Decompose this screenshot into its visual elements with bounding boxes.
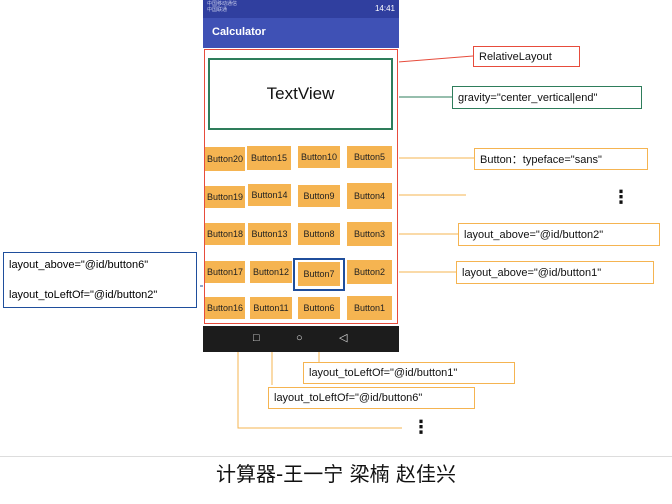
- relative-layout-outline: [204, 49, 398, 324]
- textview-display: TextView: [208, 58, 393, 130]
- more-annotations-icon: ⋮: [612, 187, 630, 207]
- recents-icon[interactable]: □: [253, 332, 260, 344]
- button-16[interactable]: Button16: [205, 297, 245, 319]
- button-20[interactable]: Button20: [205, 147, 245, 171]
- button-4[interactable]: Button4: [347, 183, 392, 209]
- button7-above-text: layout_above="@id/button6": [9, 259, 149, 271]
- relative-layout-note: RelativeLayout: [473, 46, 580, 67]
- gravity-note: gravity="center_vertical|end": [452, 86, 642, 109]
- button11-left-note: layout_toLeftOf="@id/button6": [268, 387, 475, 409]
- button-2[interactable]: Button2: [347, 260, 392, 284]
- button-7[interactable]: Button7: [298, 262, 340, 286]
- app-title: Calculator: [212, 26, 266, 38]
- button-13[interactable]: Button13: [248, 223, 291, 245]
- status-time: 14:41: [374, 4, 395, 13]
- button-17[interactable]: Button17: [205, 261, 245, 283]
- back-icon[interactable]: ◁: [339, 332, 348, 344]
- button-7-highlight: [293, 258, 345, 291]
- button-19[interactable]: Button19: [205, 186, 245, 208]
- button-12[interactable]: Button12: [250, 261, 292, 283]
- button-3[interactable]: Button3: [347, 222, 392, 246]
- button2-above-note: layout_above="@id/button1": [456, 261, 654, 284]
- button7-note: layout_above="@id/button6" layout_toLeft…: [3, 252, 197, 308]
- button-10[interactable]: Button10: [298, 146, 340, 168]
- button-14[interactable]: Button14: [248, 184, 291, 206]
- button-9[interactable]: Button9: [298, 185, 340, 207]
- status-bar: 中国移动通信 中国联通 14:41: [203, 0, 399, 18]
- button6-left-note: layout_toLeftOf="@id/button1": [303, 362, 515, 384]
- app-bar: Calculator: [203, 18, 399, 48]
- button3-above-note: layout_above="@id/button2": [458, 223, 660, 246]
- button-8[interactable]: Button8: [298, 223, 340, 245]
- carrier-text: 中国移动通信 中国联通: [207, 1, 238, 13]
- button-18[interactable]: Button18: [205, 223, 245, 245]
- button-11[interactable]: Button11: [250, 297, 292, 319]
- button-1[interactable]: Button1: [347, 296, 392, 320]
- navigation-bar: □ ○ ◁: [203, 326, 399, 352]
- home-icon[interactable]: ○: [296, 332, 303, 344]
- footer-caption: 计算器-王一宁 梁楠 赵佳兴: [216, 461, 456, 486]
- more-annotations-bottom-icon: ⋮: [412, 417, 430, 437]
- button7-left-text: layout_toLeftOf="@id/button2": [9, 289, 158, 301]
- typeface-note: Button：typeface="sans": [474, 148, 648, 170]
- button-6[interactable]: Button6: [298, 297, 340, 319]
- footer-divider: [0, 456, 672, 457]
- button-5[interactable]: Button5: [347, 146, 392, 168]
- button-15[interactable]: Button15: [247, 146, 291, 170]
